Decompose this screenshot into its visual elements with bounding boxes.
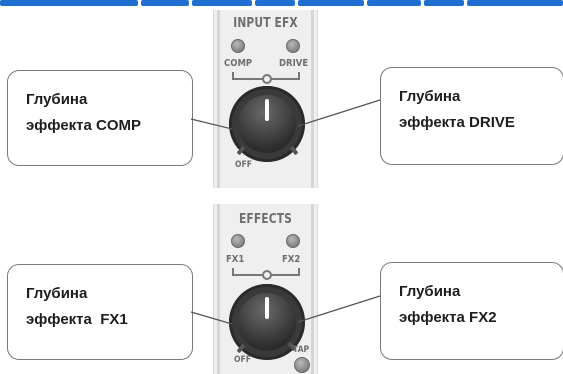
callout-fx2-line1: Глубина xyxy=(399,283,461,300)
input-efx-panel: INPUT EFX COMP DRIVE OFF xyxy=(213,10,318,188)
leader-drive xyxy=(297,99,381,127)
callout-comp-line1: Глубина xyxy=(26,91,88,108)
top-cropped-rule xyxy=(0,0,563,10)
callout-drive-line1: Глубина xyxy=(399,88,461,105)
callout-comp-line2: эффекта COMP xyxy=(26,117,142,134)
leader-comp xyxy=(190,118,233,130)
callout-fx2-line2: эффекта FX2 xyxy=(399,309,497,326)
fx1-label: FX1 xyxy=(226,254,245,265)
tap-button[interactable] xyxy=(294,357,310,373)
tap-label: TAP xyxy=(293,345,310,355)
fx2-label: FX2 xyxy=(282,254,301,265)
leader-fx1 xyxy=(190,311,233,325)
input-efx-title: INPUT EFX xyxy=(233,16,298,31)
callout-fx1-depth: Глубина эффекта FX1 xyxy=(7,264,193,360)
callout-drive-depth: Глубина эффекта DRIVE xyxy=(380,67,563,165)
callout-fx1-line1: Глубина xyxy=(26,285,88,302)
fx-bracket xyxy=(232,268,300,280)
leader-fx2 xyxy=(297,295,381,323)
drive-led xyxy=(286,39,300,53)
comp-led xyxy=(231,39,245,53)
comp-drive-bracket xyxy=(232,72,300,84)
callout-drive-line2: эффекта DRIVE xyxy=(399,114,515,131)
effects-title: EFFECTS xyxy=(238,212,293,227)
comp-label: COMP xyxy=(224,58,253,69)
callout-comp-depth: Глубина эффекта COMP xyxy=(7,70,193,166)
fx1-led xyxy=(231,234,245,248)
callout-fx1-line2: эффекта FX1 xyxy=(26,311,128,328)
drive-label: DRIVE xyxy=(279,58,309,69)
fx2-led xyxy=(286,234,300,248)
bottom-off-label: OFF xyxy=(234,355,251,365)
effects-panel: EFFECTS FX1 FX2 OFF TAP xyxy=(213,204,318,374)
top-off-label: OFF xyxy=(235,160,252,170)
callout-fx2-depth: Глубина эффекта FX2 xyxy=(380,262,563,360)
